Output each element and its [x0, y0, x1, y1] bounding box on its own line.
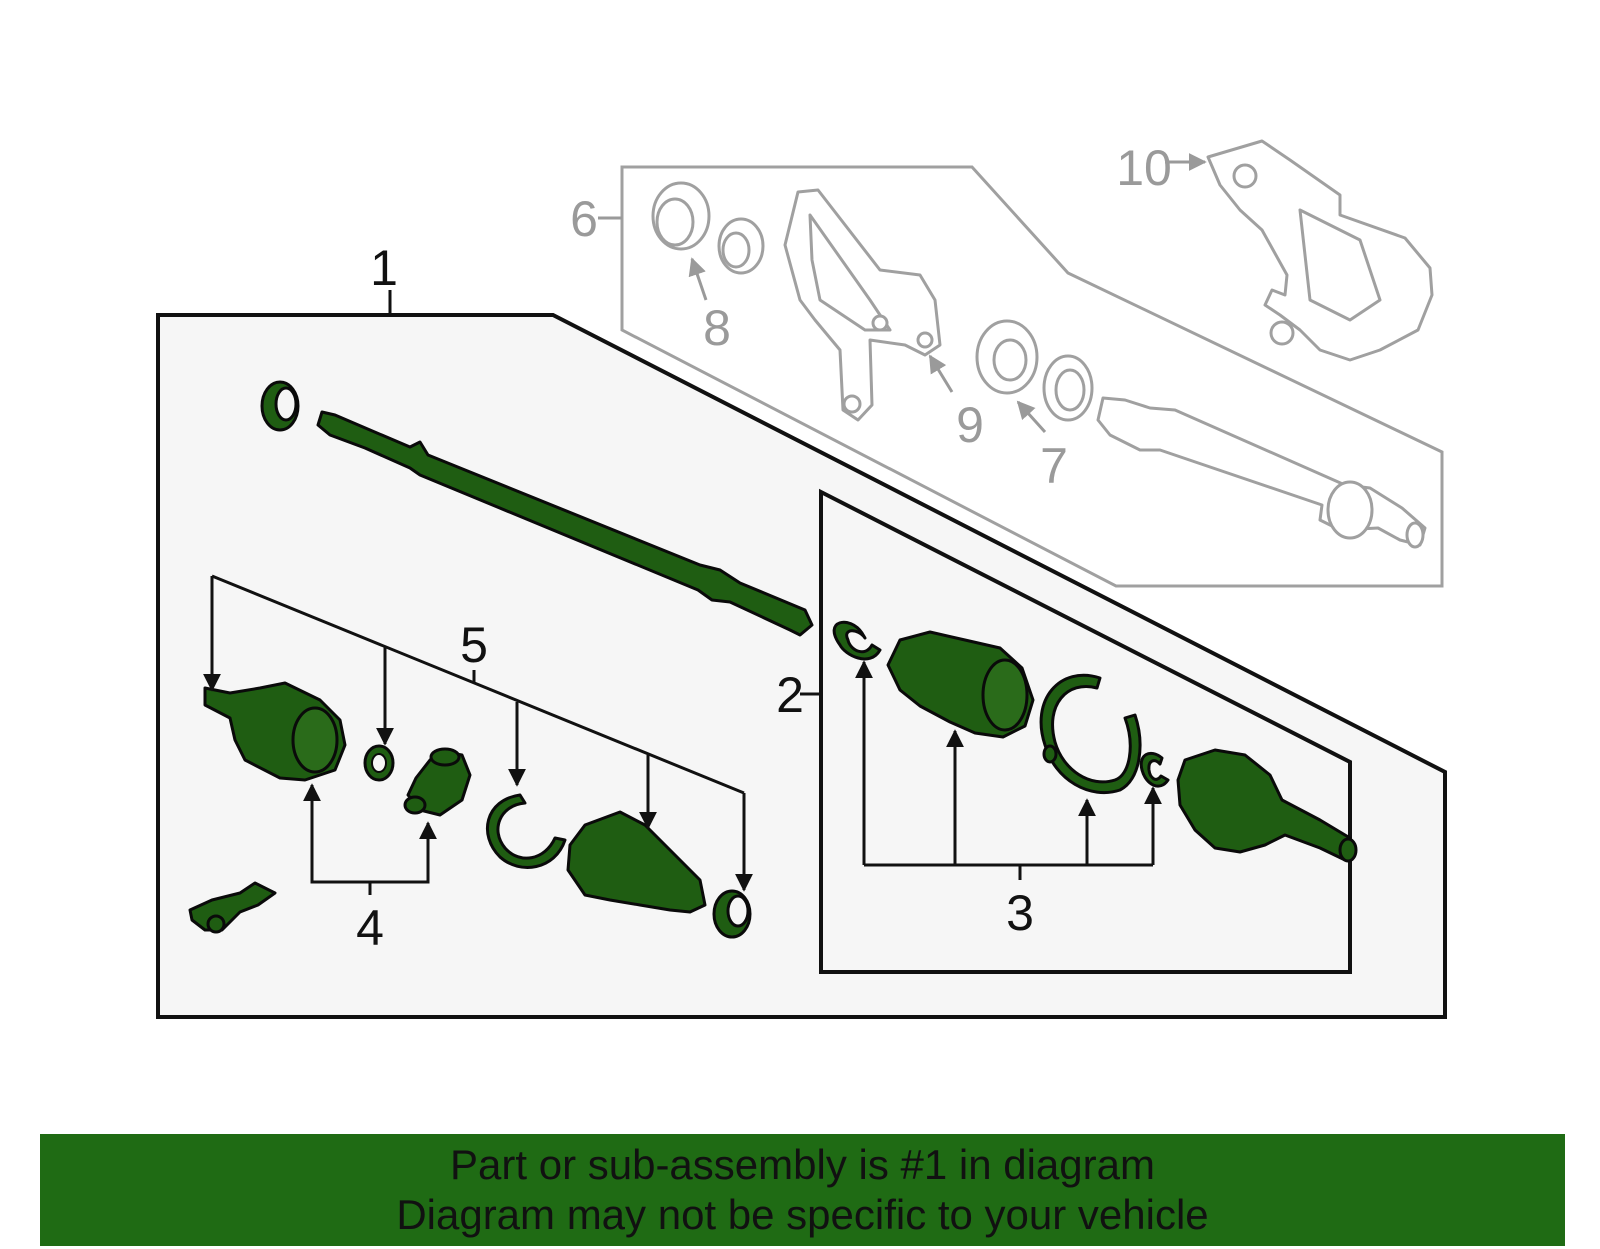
boot-clamp-small	[712, 889, 752, 939]
callout-2: 2	[776, 667, 804, 723]
callout-5: 5	[460, 617, 488, 673]
reference-parts-group	[598, 139, 1444, 588]
outer-cv-joint	[1176, 748, 1358, 863]
clip-small-outer	[1139, 751, 1170, 788]
bracket-9	[783, 188, 942, 422]
callout-9: 9	[956, 397, 984, 453]
outer-boot	[886, 630, 1035, 739]
boot-band-large	[1039, 673, 1142, 795]
bracket-10	[1206, 139, 1434, 362]
leader-9	[928, 354, 954, 393]
bearing-8	[651, 181, 765, 275]
callout-1: 1	[370, 240, 398, 296]
boot-clamp-large	[485, 793, 567, 869]
damper-bracket	[188, 881, 277, 934]
axle-shaft	[316, 410, 814, 637]
notice-line-2: Diagram may not be specific to your vehi…	[396, 1191, 1209, 1238]
callout-10: 10	[1116, 140, 1172, 196]
callout-6: 6	[570, 191, 598, 247]
callout-4: 4	[356, 900, 384, 956]
clamp-top-left	[260, 380, 300, 432]
outer-joint-frame-2	[819, 488, 1352, 974]
notice-line-1: Part or sub-assembly is #1 in diagram	[450, 1141, 1155, 1188]
circlip-small	[363, 744, 395, 782]
inner-joint-housing	[203, 681, 347, 782]
inner-boot	[566, 810, 707, 914]
leaders-4	[303, 783, 437, 895]
notice-banner: Part or sub-assembly is #1 in diagram Di…	[40, 1134, 1565, 1246]
callout-3: 3	[1006, 885, 1034, 941]
leaders-3	[855, 660, 1162, 880]
intermediate-shaft	[1096, 396, 1427, 549]
leader-7	[1016, 400, 1047, 434]
leaders-5	[203, 574, 753, 892]
seal-7	[975, 319, 1094, 422]
leader-8	[688, 257, 708, 301]
callout-8: 8	[703, 300, 731, 356]
callout-7: 7	[1040, 438, 1068, 494]
snap-ring-outer	[832, 620, 882, 661]
